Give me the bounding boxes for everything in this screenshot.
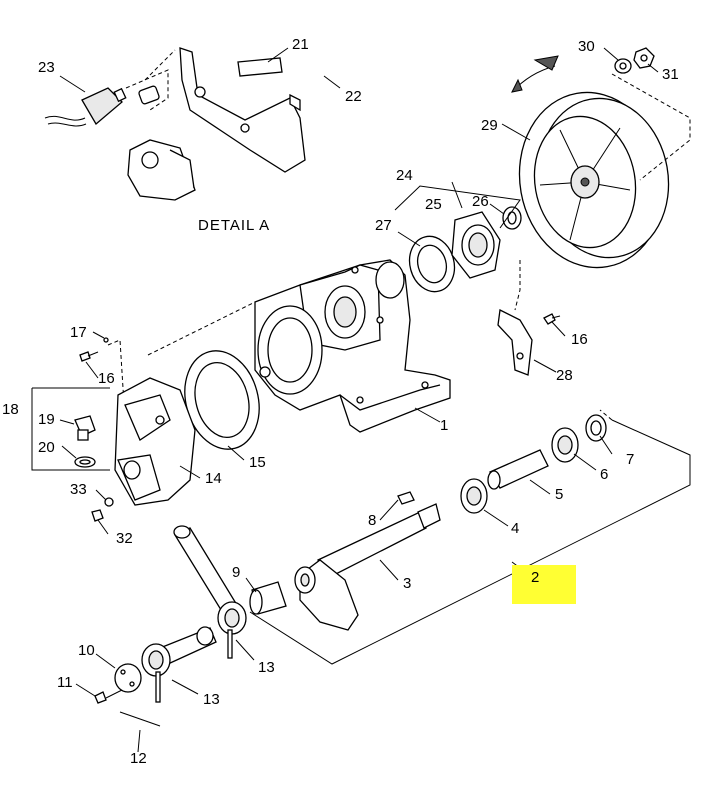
- part-16-screw-right: [543, 313, 561, 325]
- callout-7: 7: [626, 451, 635, 468]
- callout-31: 31: [662, 66, 679, 83]
- part-17-screw: [103, 337, 109, 343]
- part-13-connecting-rod-upper: [173, 525, 247, 659]
- callout-19: 19: [38, 411, 55, 428]
- part-27-gasket: [408, 235, 456, 293]
- part-29-pulley: [518, 91, 670, 269]
- part-32-screw: [91, 509, 104, 522]
- callout-16-right: 16: [571, 331, 588, 348]
- detail-a-caption: DETAIL A: [198, 217, 271, 234]
- part-19-plug: [74, 415, 96, 441]
- callout-8: 8: [368, 512, 377, 529]
- callout-20: 20: [38, 439, 55, 456]
- callout-27: 27: [375, 217, 392, 234]
- callout-23: 23: [38, 59, 55, 76]
- callout-2: 2: [531, 569, 540, 586]
- callout-6: 6: [600, 466, 609, 483]
- callout-3: 3: [403, 575, 412, 592]
- part-33-oring: [104, 497, 114, 507]
- part-12-pin: [119, 711, 161, 727]
- part-31-nut: [633, 47, 655, 69]
- callout-21: 21: [292, 36, 309, 53]
- callout-26: 26: [472, 193, 489, 210]
- part-23-bushing: [138, 85, 160, 105]
- callout-28: 28: [556, 367, 573, 384]
- callout-14: 14: [205, 470, 222, 487]
- callout-10: 10: [78, 642, 95, 659]
- callout-17: 17: [70, 324, 87, 341]
- callout-1: 1: [440, 417, 449, 434]
- part-23-motor: [44, 87, 127, 127]
- leader-lines: [59, 47, 659, 753]
- callout-16-left: 16: [98, 370, 115, 387]
- callout-2-highlight: [512, 565, 576, 604]
- part-3-crankshaft: [294, 503, 441, 631]
- part-14-end-cover: [114, 377, 196, 506]
- callout-33: 33: [70, 481, 87, 498]
- detail-a-bracket: [179, 47, 306, 173]
- part-9-bushing: [249, 581, 287, 615]
- part-4-bearing: [460, 478, 488, 514]
- callout-32: 32: [116, 530, 133, 547]
- callout-15: 15: [249, 454, 266, 471]
- callout-30: 30: [578, 38, 595, 55]
- part-13-connecting-rod-lower: [141, 626, 217, 703]
- callout-24: 24: [396, 167, 413, 184]
- callout-25: 25: [425, 196, 442, 213]
- part-28-bracket: [497, 309, 533, 376]
- callout-4: 4: [511, 520, 520, 537]
- callout-5: 5: [555, 486, 564, 503]
- detail-a-housing: [127, 139, 196, 201]
- part-16-screw-left: [79, 351, 99, 362]
- part-5-spacer: [487, 449, 549, 490]
- callout-13-upper: 13: [258, 659, 275, 676]
- part-6-bearing: [551, 427, 579, 463]
- part-26-seal: [502, 206, 522, 230]
- callout-12: 12: [130, 750, 147, 767]
- callout-11: 11: [57, 674, 73, 691]
- callout-22: 22: [345, 88, 362, 105]
- callout-29: 29: [481, 117, 498, 134]
- rotation-arrow: [511, 55, 559, 93]
- part-25-bearing-cap: [451, 211, 501, 279]
- callout-9: 9: [232, 564, 241, 581]
- part-10-cap: [114, 663, 142, 693]
- part-30-washer: [614, 58, 632, 74]
- callout-18: 18: [2, 401, 19, 418]
- part-20-washer: [74, 456, 96, 468]
- part-8-key: [397, 491, 415, 505]
- part-11-screw: [94, 691, 107, 704]
- callout-13-lower: 13: [203, 691, 220, 708]
- part-15-gasket: [184, 350, 260, 450]
- part-1-crankcase: [254, 259, 451, 433]
- part-7-seal: [585, 414, 607, 442]
